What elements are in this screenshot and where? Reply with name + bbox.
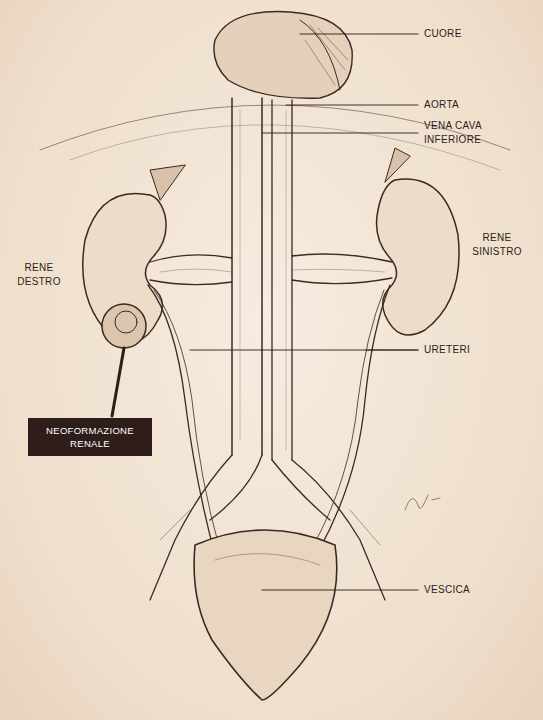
organ-label: VESCICA [424, 583, 534, 597]
organ-label: URETERI [424, 343, 534, 357]
organ-label: RENE DESTRO [10, 261, 68, 289]
organ-label: VENA CAVA INFERIORE [424, 119, 496, 147]
callout-text: NEOFORMAZIONE RENALE [34, 424, 146, 450]
organ-label: CUORE [424, 27, 534, 41]
organ-label: AORTA [424, 98, 534, 112]
callout-box: NEOFORMAZIONE RENALE [28, 418, 152, 456]
organ-label: RENE SINISTRO [466, 231, 528, 259]
